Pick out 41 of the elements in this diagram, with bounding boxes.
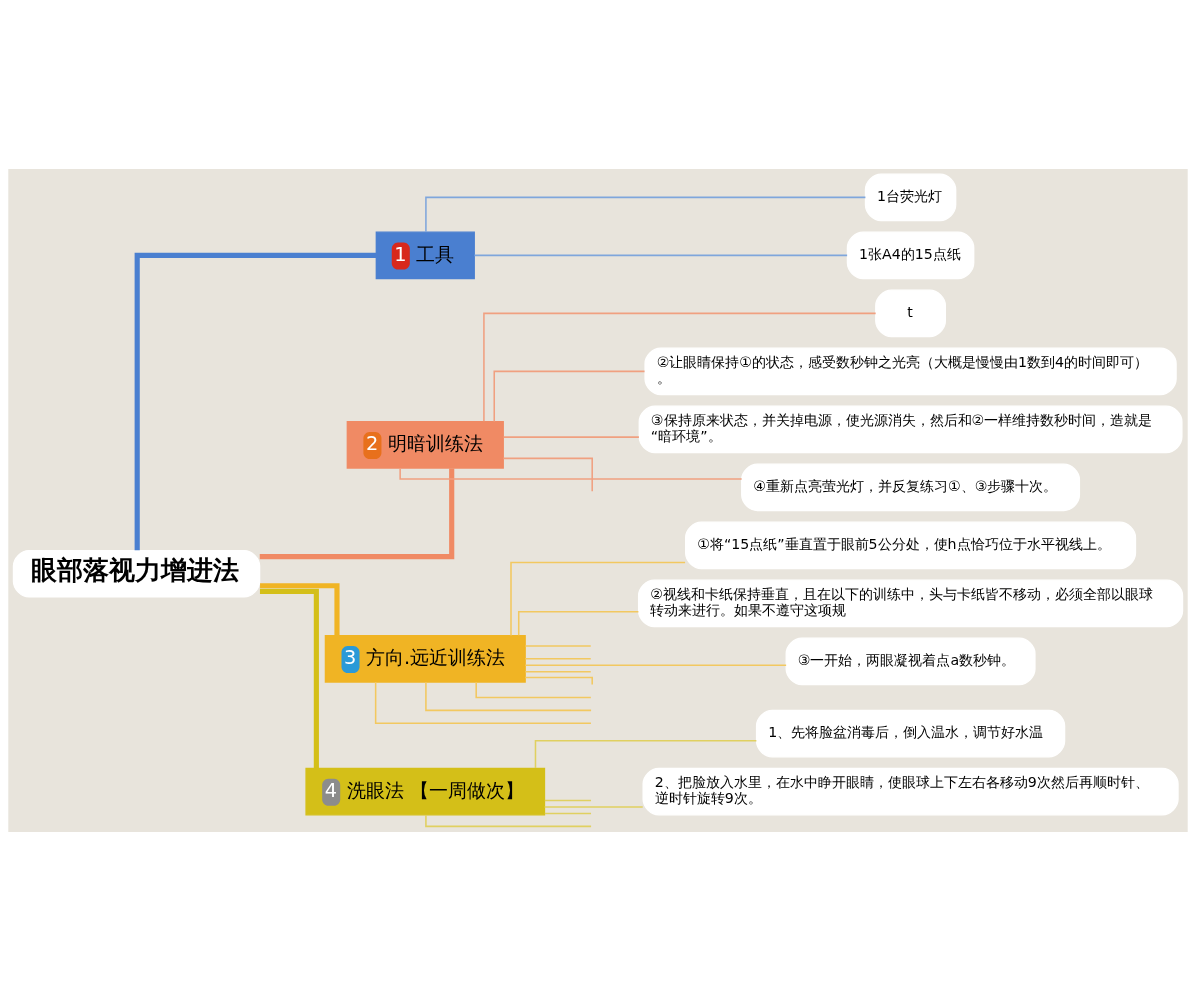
node-box: t xyxy=(875,289,947,338)
connector xyxy=(534,739,758,769)
connector xyxy=(425,814,592,828)
connector xyxy=(524,645,592,647)
connector xyxy=(483,312,877,423)
node-box: ④重新点亮萤光灯，并反复练习①、③步骤十次。 xyxy=(741,463,1081,512)
connector xyxy=(524,664,787,667)
connector xyxy=(259,468,455,560)
node-box: 1张A4的15点纸 xyxy=(846,231,975,280)
connector xyxy=(543,806,644,808)
connector xyxy=(493,370,646,423)
connector xyxy=(259,588,319,769)
connector xyxy=(544,799,592,802)
connector xyxy=(374,681,592,725)
connector xyxy=(425,681,592,712)
connector xyxy=(517,611,640,637)
node-box: 2、把脸放入水里，在水中睁开眼睛，使眼球上下左右各移动9次然后再顺时针、逆时针旋转9次。 xyxy=(642,767,1179,816)
node-box: ③保持原来状态，并关掉电源，使光源消失，然后和②一样维持数秒时间，造就是“暗环境”。 xyxy=(638,405,1183,454)
node-box: 1 工具 xyxy=(375,231,475,280)
node-box: 眼部落视力增进法 xyxy=(12,549,261,598)
node-box: ②视线和卡纸保持垂直，且在以下的训练中，头与卡纸皆不移动，必须全部以眼球转动来进行。如果不遵守这项规 xyxy=(637,579,1184,628)
connector xyxy=(524,670,592,673)
node-box: 1台荧光灯 xyxy=(864,173,957,222)
connector xyxy=(399,467,743,480)
connector xyxy=(134,252,377,551)
connector xyxy=(425,196,867,233)
connector xyxy=(510,561,686,637)
node-box: 3 方向.远近训练法 xyxy=(324,634,526,683)
connector xyxy=(524,676,593,686)
connector xyxy=(503,436,640,438)
connector xyxy=(544,812,592,815)
connector xyxy=(260,583,340,636)
node-box: 2 明暗训练法 xyxy=(346,421,504,469)
connector xyxy=(473,254,848,257)
connector xyxy=(524,658,592,660)
node-box: ②让眼睛保持①的状态，感受数秒钟之光亮（大概是慢慢由1数到4的时间即可）。 xyxy=(644,347,1177,396)
connector xyxy=(502,457,593,492)
node-box: 4 洗眼法 【一周做次】 xyxy=(305,767,546,816)
node-box: ①将“15点纸”垂直置于眼前5公分处，使h点恰巧位于水平视线上。 xyxy=(685,521,1137,570)
node-box: ③一开始，两眼凝视着点a数秒钟。 xyxy=(785,637,1036,686)
node-box: 1、先将脸盆消毒后，倒入温水，调节好水温 xyxy=(755,709,1066,758)
